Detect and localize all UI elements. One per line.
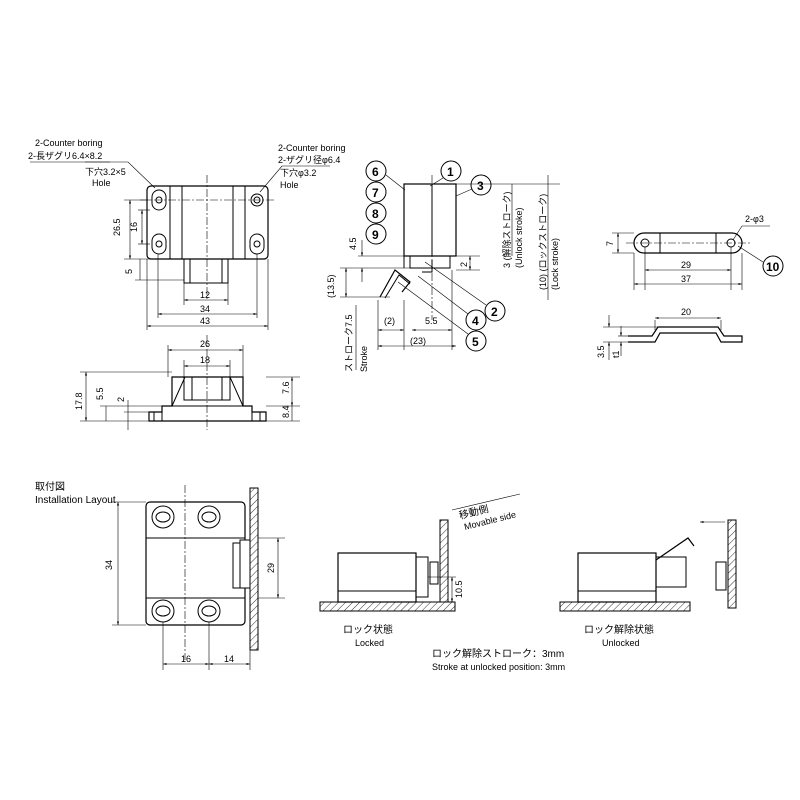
plate-t1: t1: [611, 350, 621, 358]
dim-8-4: 8.4: [281, 405, 291, 418]
top-left-note-1: 2-Counter boring: [35, 138, 103, 148]
dim-43: 43: [200, 316, 210, 326]
callout-8: 8: [372, 207, 379, 221]
callout-4: 4: [472, 314, 479, 328]
lock-stroke-en: (Lock stroke): [550, 238, 560, 290]
top-right-note-4: Hole: [280, 180, 299, 190]
plate-dim-37: 37: [681, 274, 691, 284]
side-dim-13-5: (13.5): [326, 274, 336, 298]
dim-5: 5: [124, 269, 134, 274]
install-view: [112, 485, 285, 670]
top-left-note-2: 2-長ザグリ6.4×8.2: [28, 150, 102, 161]
callout-3: 3: [477, 179, 484, 193]
stroke-note-en: Stroke at unlocked position: 3mm: [432, 662, 565, 672]
side-view: [340, 160, 784, 370]
install-title-en: Installation Layout: [35, 495, 116, 506]
plate-dim-3-5: 3.5: [596, 345, 606, 358]
callout-2: 2: [491, 305, 498, 319]
plate-dim-29: 29: [681, 260, 691, 270]
callout-9: 9: [372, 228, 379, 242]
locked-en: Locked: [355, 638, 384, 648]
top-right-note-3: 下穴φ3.2: [280, 167, 316, 178]
top-left-note-3: 下穴3.2×5: [85, 166, 126, 177]
side-stroke-7-5: ストローク7.5: [344, 314, 354, 372]
lock-stroke: (10) (ロックストローク): [538, 194, 548, 290]
callout-10: 10: [766, 260, 780, 274]
side-dim-23: (23): [410, 336, 426, 346]
install-dim-16: 16: [181, 654, 191, 664]
callout-1: 1: [447, 165, 454, 179]
install-title-jp: 取付図: [35, 480, 65, 493]
unlock-stroke-en: (Unlock stroke): [514, 207, 524, 268]
dim-7-6: 7.6: [281, 381, 291, 394]
install-dim-14: 14: [224, 654, 234, 664]
dim-18: 18: [200, 355, 210, 365]
plate-view: [603, 225, 770, 360]
unlocked-view: [559, 519, 737, 612]
stroke-note-jp: ロック解除ストローク：3mm: [432, 647, 564, 660]
dim-12: 12: [200, 290, 210, 300]
side-dim-4-5: 4.5: [348, 237, 358, 250]
callout-6: 6: [372, 165, 379, 179]
dim-16: 16: [129, 222, 139, 232]
dim-5-5: 5.5: [95, 387, 105, 400]
dim-17-8: 17.8: [74, 392, 84, 410]
top-right-note-1: 2-Counter boring: [278, 143, 346, 153]
callout-group: [365, 160, 784, 352]
install-dim-34: 34: [104, 560, 114, 570]
side-dim-2p: (2): [384, 316, 395, 326]
callout-7: 7: [372, 186, 379, 200]
dim-2: 2: [116, 397, 126, 402]
front-view: [30, 161, 330, 330]
plate-holes: 2-φ3: [745, 214, 764, 224]
unlocked-en: Unlocked: [602, 638, 640, 648]
dim-26: 26: [200, 339, 210, 349]
top-right-note-2: 2-ザグリ径φ6.4: [278, 154, 340, 165]
unlocked-jp: ロック解除状態: [584, 623, 654, 636]
locked-jp: ロック状態: [343, 623, 393, 636]
side-dim-2: 2: [459, 262, 469, 267]
install-dim-29: 29: [266, 563, 276, 573]
dim-34: 34: [200, 304, 210, 314]
locked-dim-10-5: 10.5: [454, 580, 464, 598]
locked-view: [319, 493, 521, 612]
plate-dim-20: 20: [681, 307, 691, 317]
bottom-view: [80, 335, 300, 430]
callout-5: 5: [472, 335, 479, 349]
plate-dim-7: 7: [605, 241, 615, 246]
top-left-note-4: Hole: [92, 178, 111, 188]
unlock-stroke: 3 (解除ストローク): [501, 191, 512, 268]
dim-26-5: 26.5: [112, 218, 122, 236]
side-dim-5-5: 5.5: [425, 316, 438, 326]
side-stroke-en: Stroke: [359, 346, 369, 372]
